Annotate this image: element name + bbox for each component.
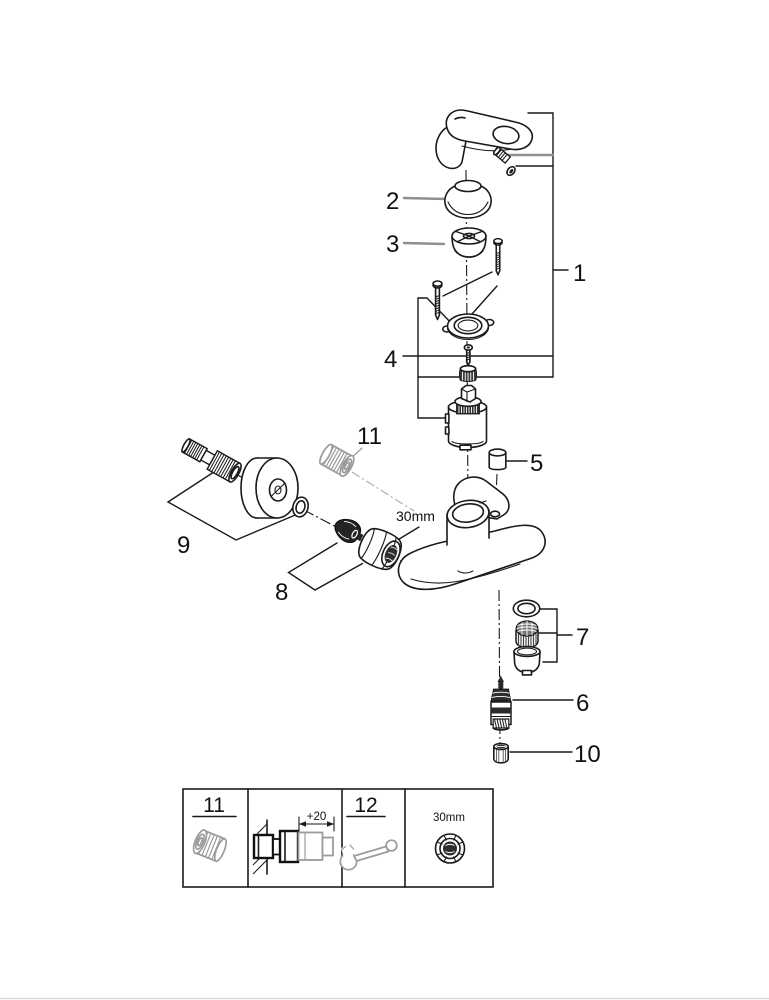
callout-9-bracket bbox=[166, 458, 298, 541]
part-dome-cap bbox=[444, 179, 492, 219]
callout-label-11: 11 bbox=[357, 423, 382, 450]
part-plug-cylinder bbox=[488, 448, 507, 471]
open-end-wrench-icon bbox=[339, 839, 398, 871]
part-cover-ring bbox=[451, 227, 487, 259]
legend-cell-11: 11 bbox=[192, 794, 237, 863]
callout-labels: 1 2 3 4 5 6 7 8 9 10 11 30mm bbox=[177, 188, 601, 768]
extension-dimension: +20 bbox=[298, 811, 335, 832]
callout-3-leader bbox=[402, 241, 446, 246]
part-union-nut bbox=[358, 527, 402, 571]
screw-alignment-leaders bbox=[442, 271, 498, 315]
part-flange-ring bbox=[441, 313, 495, 341]
callout-8-bracket bbox=[287, 542, 364, 591]
callout-label-2: 2 bbox=[386, 188, 399, 215]
part-handle-plug bbox=[506, 165, 516, 177]
callout-2-leader bbox=[402, 196, 448, 201]
part-escutcheon bbox=[240, 457, 299, 519]
legend-cell-extension: +20 bbox=[252, 811, 335, 875]
callout-4-bracket bbox=[402, 297, 554, 419]
part-screw-left bbox=[432, 280, 443, 321]
callout-label-7: 7 bbox=[576, 624, 589, 651]
part-knob-sleeve bbox=[492, 742, 509, 764]
part-aerator-insert bbox=[515, 620, 539, 649]
part11-axis-dash bbox=[351, 471, 415, 512]
callout-1-bracket bbox=[417, 112, 569, 378]
part-seal-ring bbox=[292, 496, 309, 518]
callout-label-3: 3 bbox=[386, 231, 399, 258]
callout-label-9: 9 bbox=[177, 532, 190, 559]
wall-extension-installation-icon bbox=[252, 819, 334, 875]
extension-fitting-icon bbox=[192, 829, 227, 863]
part-cartridge bbox=[444, 384, 488, 451]
legend-nut-size-label: 30mm bbox=[433, 812, 465, 824]
callout-7-bracket bbox=[538, 608, 573, 663]
part-aerator-oring bbox=[512, 599, 541, 618]
part-screw-right bbox=[493, 237, 503, 276]
callout-label-6: 6 bbox=[576, 690, 589, 717]
callout-label-5: 5 bbox=[530, 450, 543, 477]
part-s-union bbox=[181, 437, 242, 483]
part-faucet-body bbox=[397, 476, 546, 591]
legend-label-12: 12 bbox=[354, 794, 377, 817]
part-small-screw bbox=[463, 343, 474, 366]
part-adjust-knob bbox=[459, 364, 477, 382]
part-lever-handle bbox=[435, 109, 534, 170]
legend-cell-nut: 30mm bbox=[433, 812, 466, 864]
callout-label-8: 8 bbox=[275, 579, 288, 606]
dim-arrow-left bbox=[299, 821, 306, 827]
callout-label-1: 1 bbox=[573, 260, 586, 287]
part-extension-fitting bbox=[319, 443, 355, 478]
part-grub-screw bbox=[492, 146, 512, 164]
extension-dim-label: +20 bbox=[307, 811, 327, 823]
part-diverter bbox=[490, 675, 512, 731]
legend-box: 11 bbox=[182, 788, 494, 888]
callout-label-4: 4 bbox=[384, 346, 397, 373]
union-nut-icon bbox=[434, 833, 466, 864]
part-aerator-housing bbox=[513, 645, 541, 676]
legend-label-11: 11 bbox=[203, 794, 225, 817]
dim-arrow-right bbox=[327, 821, 334, 827]
nut-size-label: 30mm bbox=[396, 508, 435, 524]
callout-label-10: 10 bbox=[574, 741, 601, 768]
legend-cell-12: 12 bbox=[339, 794, 398, 871]
part-check-valve bbox=[334, 518, 364, 544]
